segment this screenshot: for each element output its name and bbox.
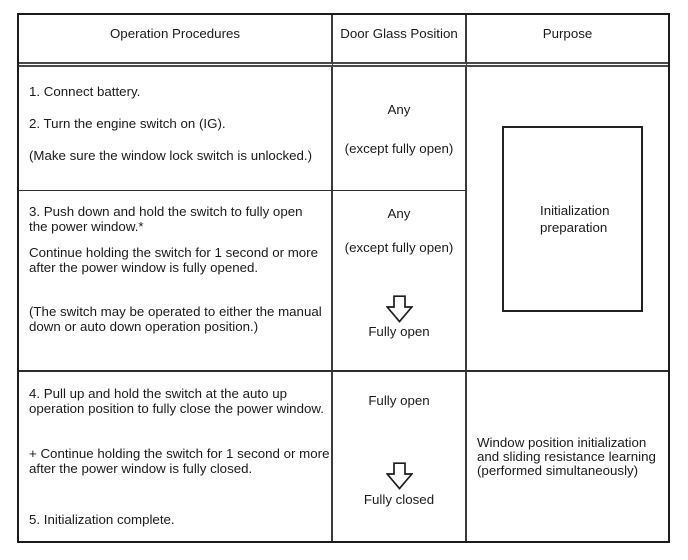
- purpose-window-position-cell: Window position initialization and slidi…: [467, 372, 668, 541]
- procedures-step-4-5: 4. Pull up and hold the switch at the au…: [19, 372, 333, 541]
- procedures-step-3: 3. Push down and hold the switch to full…: [19, 191, 333, 372]
- glass-state-note: (except fully open): [344, 240, 454, 255]
- power-window-initialization-table: Operation Procedures Door Glass Position…: [17, 13, 670, 543]
- door-glass-position-row3: Fully open Fully closed: [333, 372, 467, 541]
- door-glass-position-row2: Any (except fully open) Fully open: [333, 191, 467, 372]
- header-label: Purpose: [542, 26, 593, 41]
- header-door-glass-position: Door Glass Position: [333, 15, 467, 67]
- procedure-step: 4. Pull up and hold the switch at the au…: [29, 386, 324, 416]
- procedure-step: Continue holding the switch for 1 second…: [29, 245, 318, 275]
- glass-state-to: Fully open: [368, 324, 430, 339]
- purpose-initialization-preparation-cell: Initialization preparation: [467, 67, 668, 372]
- initialization-preparation-label: Initialization preparation: [540, 202, 610, 235]
- procedure-step: + Continue holding the switch for 1 seco…: [29, 446, 330, 476]
- door-glass-position-row1: Any (except fully open): [333, 67, 467, 191]
- procedure-step: 3. Push down and hold the switch to full…: [29, 204, 303, 234]
- initialization-preparation-box: Initialization preparation: [502, 125, 643, 312]
- procedure-step: 1. Connect battery.: [29, 84, 141, 99]
- procedure-note: (Make sure the window lock switch is unl…: [29, 148, 313, 163]
- procedure-note: (The switch may be operated to either th…: [29, 304, 322, 334]
- procedures-step-1-2: 1. Connect battery. 2. Turn the engine s…: [19, 67, 333, 191]
- glass-state-note: (except fully open): [344, 140, 454, 156]
- header-label: Operation Procedures: [109, 26, 241, 41]
- glass-state: Any: [387, 101, 411, 117]
- header-operation-procedures: Operation Procedures: [19, 15, 333, 67]
- header-label: Door Glass Position: [340, 26, 458, 41]
- purpose-window-position-label: Window position initialization and slidi…: [477, 434, 656, 478]
- down-arrow-icon: [385, 436, 413, 490]
- procedure-step: 5. Initialization complete.: [29, 512, 175, 527]
- header-purpose: Purpose: [467, 15, 668, 67]
- glass-state-from: Fully open: [368, 393, 430, 408]
- procedure-step: 2. Turn the engine switch on (IG).: [29, 116, 226, 131]
- glass-state-to: Fully closed: [363, 492, 435, 507]
- glass-state-from: Any: [387, 206, 411, 221]
- down-arrow-icon: [385, 269, 413, 323]
